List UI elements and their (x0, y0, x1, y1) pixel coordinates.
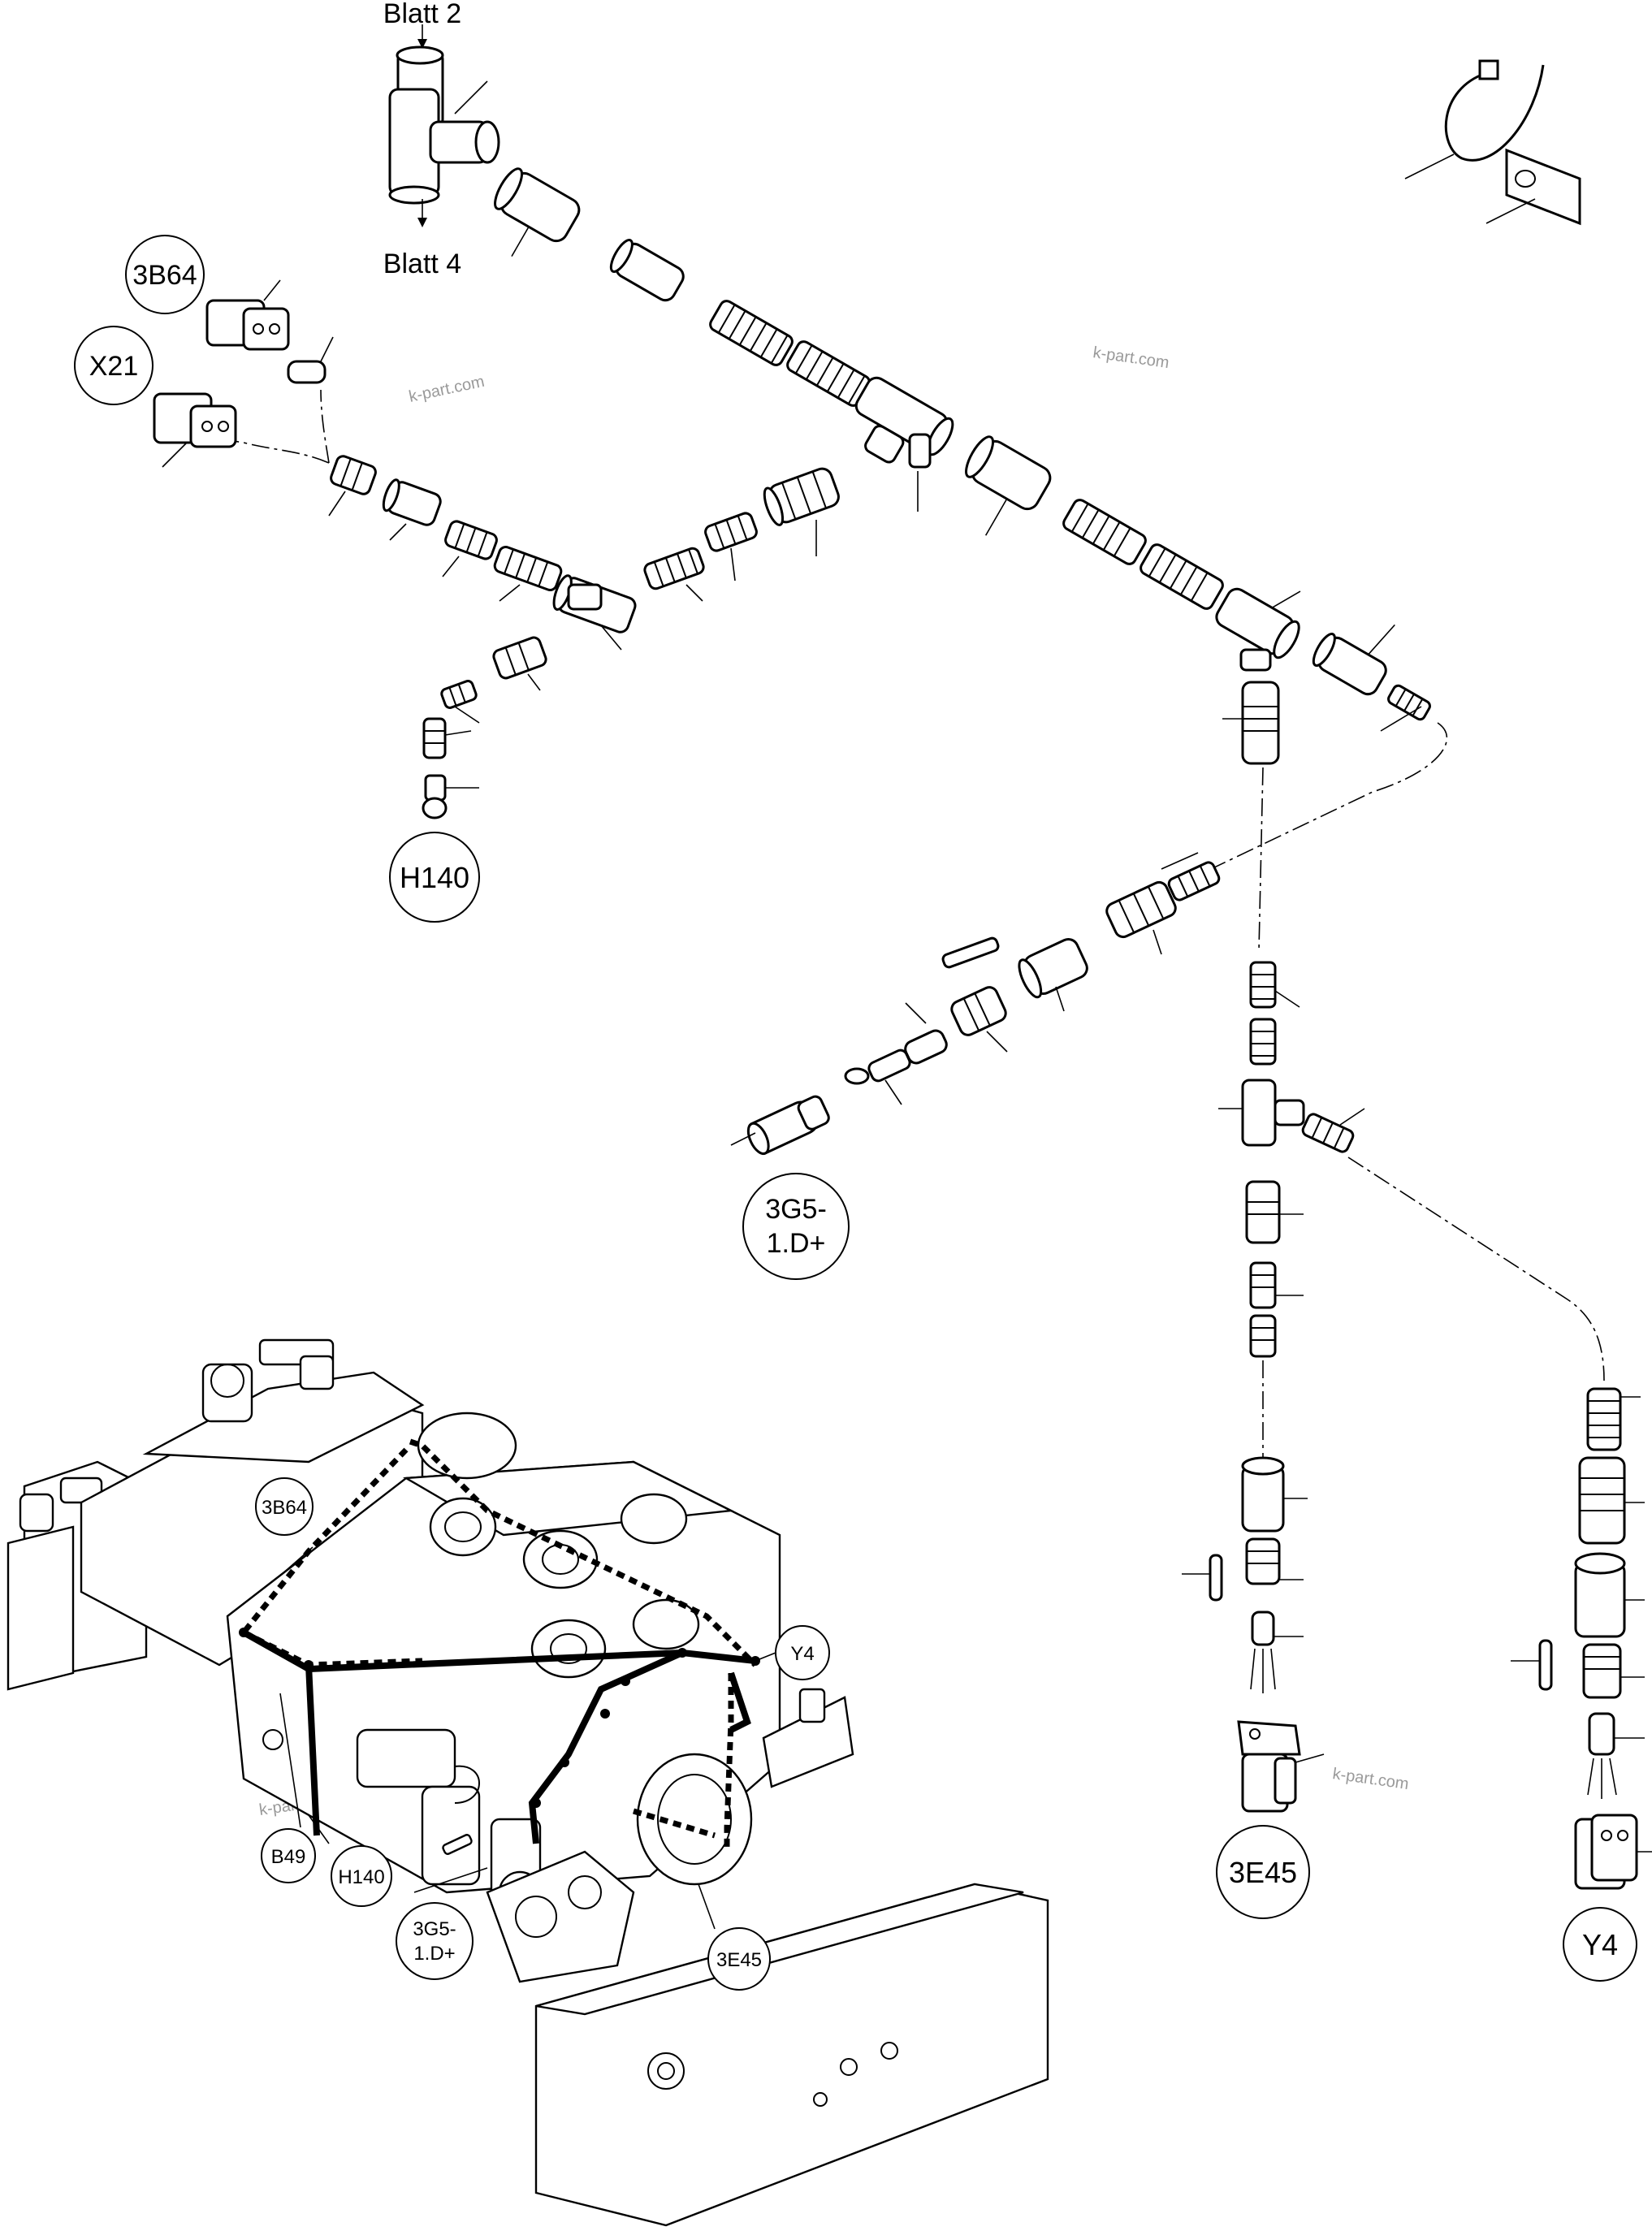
label-h140-text: H140 (400, 861, 469, 894)
label-3e45-text: 3E45 (1229, 1856, 1297, 1889)
overview-label-3g5-line2: 1.D+ (413, 1943, 455, 1965)
watermark: k-part.com (407, 373, 486, 406)
sheet-ref-bottom: Blatt 4 (383, 249, 461, 279)
connector-3b64 (205, 279, 334, 384)
harness-3e45-branch (1182, 961, 1365, 1813)
overview-label-b49-text: B49 (271, 1846, 306, 1868)
cable-tie-and-plate (1404, 59, 1581, 226)
overview-label-b49: B49 (261, 1828, 316, 1883)
overview-label-y4-text: Y4 (790, 1643, 814, 1665)
label-3b64: 3B64 (125, 235, 205, 314)
harness-main-branch (494, 167, 1431, 765)
overview-label-3g5: 3G5- 1.D+ (396, 1902, 474, 1980)
label-y4-text: Y4 (1582, 1928, 1618, 1961)
top-t-junction (388, 24, 500, 227)
connector-x21 (153, 392, 237, 468)
harness-3g5-branch (730, 852, 1221, 1156)
label-x21-text: X21 (89, 351, 139, 382)
overview-label-3g5-line1: 3G5- (413, 1918, 456, 1940)
overview-label-3e45: 3E45 (707, 1927, 771, 1991)
label-y4: Y4 (1563, 1907, 1637, 1982)
watermark: k-part.com (1092, 344, 1170, 372)
label-3e45: 3E45 (1216, 1825, 1310, 1919)
overview-label-h140: H140 (331, 1845, 392, 1907)
overview-label-y4: Y4 (775, 1625, 830, 1680)
harness-y4-branch (1511, 1387, 1652, 1890)
label-3g5-line2: 1.D+ (767, 1228, 826, 1259)
harness-left-branch (194, 389, 840, 819)
sheet-ref-top: Blatt 2 (383, 0, 461, 29)
label-3b64-text: 3B64 (132, 260, 197, 291)
label-3g5-1d: 3G5- 1.D+ (742, 1173, 850, 1280)
overview-label-3e45-text: 3E45 (716, 1949, 762, 1971)
overview-label-3b64-text: 3B64 (262, 1497, 307, 1519)
label-3g5-line1: 3G5- (765, 1194, 827, 1225)
overview-label-3b64: 3B64 (255, 1477, 314, 1536)
overview-label-h140-text: H140 (338, 1866, 384, 1888)
label-x21: X21 (74, 326, 154, 405)
engine-overview (6, 1338, 1049, 2227)
label-h140: H140 (389, 832, 480, 923)
overview-harness-routes (239, 1438, 776, 1930)
watermark: k-part.com (1331, 1765, 1410, 1793)
